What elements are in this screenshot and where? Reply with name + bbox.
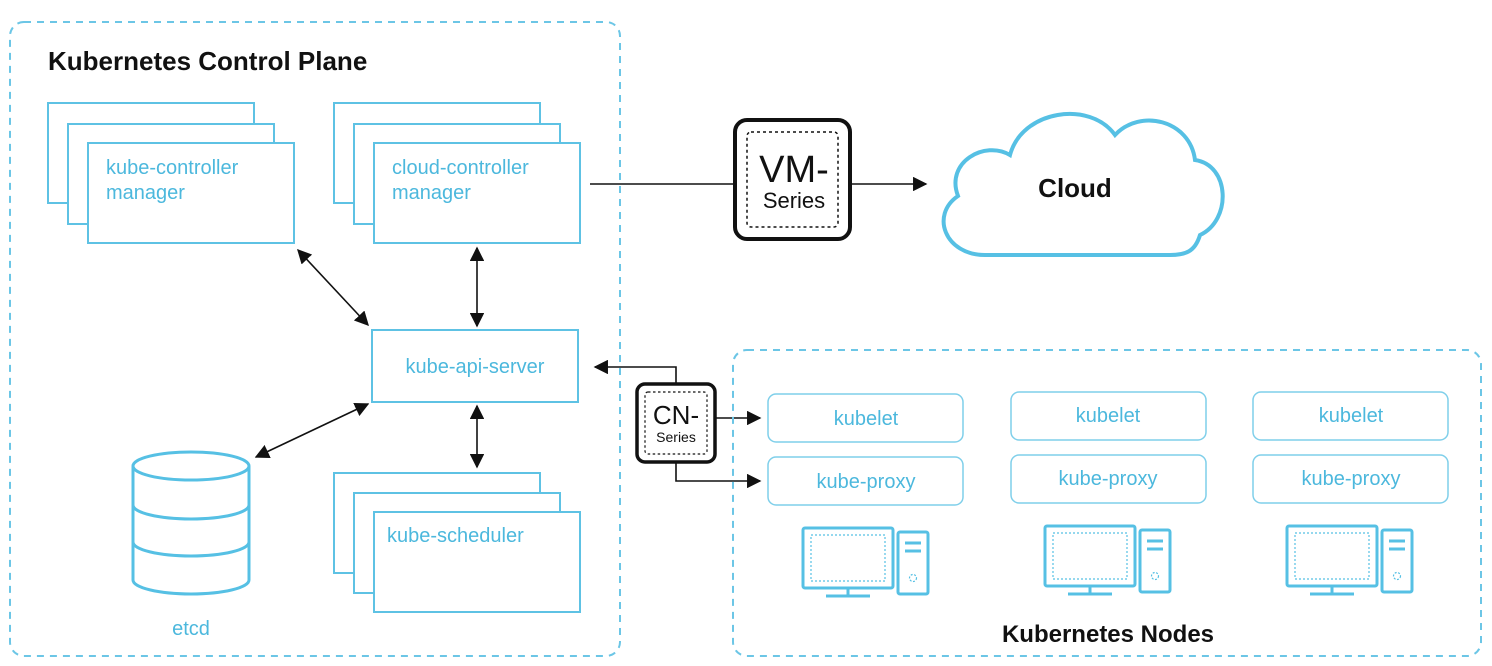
vm-series-label-line1: VM-: [759, 149, 829, 191]
kubelet-label: kubelet: [834, 408, 899, 430]
kube-proxy-label: kube-proxy: [1302, 468, 1401, 490]
kube-scheduler: kube-scheduler: [333, 472, 581, 613]
arrow-cnseries-api: [593, 359, 677, 384]
computer-icon: [1285, 524, 1414, 596]
cloud-controller-manager: cloud-controller manager: [333, 102, 581, 244]
kube-scheduler-label: kube-scheduler: [387, 525, 524, 547]
kube-controller-manager-label-line1: kube-controller: [106, 157, 239, 179]
computer-icon: [1043, 524, 1172, 596]
cn-series-label-line1: CN-: [653, 400, 699, 430]
cloud-controller-manager-label-line2: manager: [392, 182, 471, 204]
node-1: kubelet kube-proxy: [767, 393, 964, 598]
kube-api-server: kube-api-server: [371, 329, 579, 403]
arrow-controller-api: [297, 248, 369, 327]
kubelet-label: kubelet: [1319, 405, 1384, 427]
node-3: kubelet kube-proxy: [1252, 391, 1449, 596]
node-2: kubelet kube-proxy: [1010, 391, 1207, 596]
cn-series-label-line2: Series: [656, 429, 696, 445]
vm-series-firewall: VM- Series: [733, 118, 852, 241]
arrow-cnseries-kubeproxy: [675, 462, 762, 489]
kubelet-label: kubelet: [1076, 405, 1141, 427]
computer-icon: [801, 526, 930, 598]
kube-api-server-label: kube-api-server: [406, 356, 545, 378]
nodes-title: Kubernetes Nodes: [1002, 621, 1214, 648]
cn-series-firewall: CN- Series: [635, 382, 717, 464]
arrow-etcd-api: [254, 403, 370, 458]
control-plane-title: Kubernetes Control Plane: [48, 46, 367, 76]
kube-controller-manager-label-line2: manager: [106, 182, 185, 204]
etcd-label: etcd: [172, 618, 210, 640]
cloud-controller-manager-label-line1: cloud-controller: [392, 157, 529, 179]
vm-series-label-line2: Series: [763, 188, 825, 213]
cloud-label: Cloud: [1038, 173, 1112, 203]
kube-proxy-label: kube-proxy: [1059, 468, 1158, 490]
kube-controller-manager: kube-controller manager: [47, 102, 295, 244]
control-plane-region: [9, 21, 621, 657]
etcd-database-icon: [131, 450, 251, 596]
kube-proxy-label: kube-proxy: [817, 471, 916, 493]
cloud-icon: Cloud: [941, 112, 1225, 257]
